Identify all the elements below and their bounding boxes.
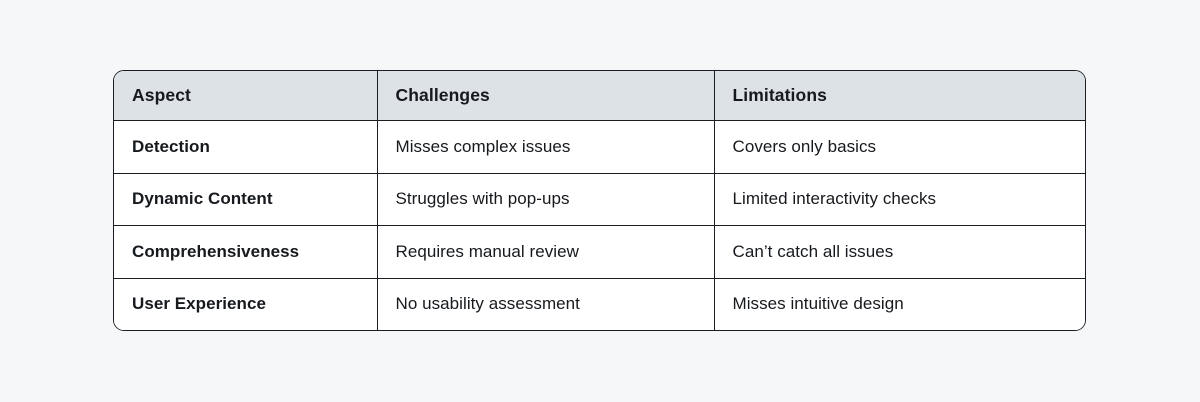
- cell-aspect: Comprehensiveness: [114, 225, 378, 279]
- cell-challenges: Misses complex issues: [377, 120, 715, 174]
- table-row: Comprehensiveness Requires manual review…: [114, 225, 1085, 279]
- column-header-challenges: Challenges: [377, 71, 715, 121]
- cell-limitations: Can’t catch all issues: [714, 225, 1085, 279]
- table-row: Detection Misses complex issues Covers o…: [114, 120, 1085, 174]
- comparison-table-container: Aspect Challenges Limitations Detection …: [113, 70, 1086, 331]
- cell-limitations: Limited interactivity checks: [714, 173, 1085, 226]
- cell-challenges: Struggles with pop-ups: [377, 173, 715, 226]
- cell-challenges: No usability assessment: [377, 278, 715, 330]
- cell-aspect: Detection: [114, 120, 378, 174]
- table-body: Detection Misses complex issues Covers o…: [114, 120, 1085, 330]
- comparison-table: Aspect Challenges Limitations Detection …: [114, 71, 1085, 330]
- column-header-aspect: Aspect: [114, 71, 378, 121]
- table-header-row: Aspect Challenges Limitations: [114, 71, 1085, 121]
- cell-limitations: Misses intuitive design: [714, 278, 1085, 330]
- cell-aspect: Dynamic Content: [114, 173, 378, 226]
- cell-aspect: User Experience: [114, 278, 378, 330]
- cell-limitations: Covers only basics: [714, 120, 1085, 174]
- table-row: User Experience No usability assessment …: [114, 278, 1085, 330]
- table-row: Dynamic Content Struggles with pop-ups L…: [114, 173, 1085, 226]
- table-header: Aspect Challenges Limitations: [114, 71, 1085, 121]
- cell-challenges: Requires manual review: [377, 225, 715, 279]
- column-header-limitations: Limitations: [714, 71, 1085, 121]
